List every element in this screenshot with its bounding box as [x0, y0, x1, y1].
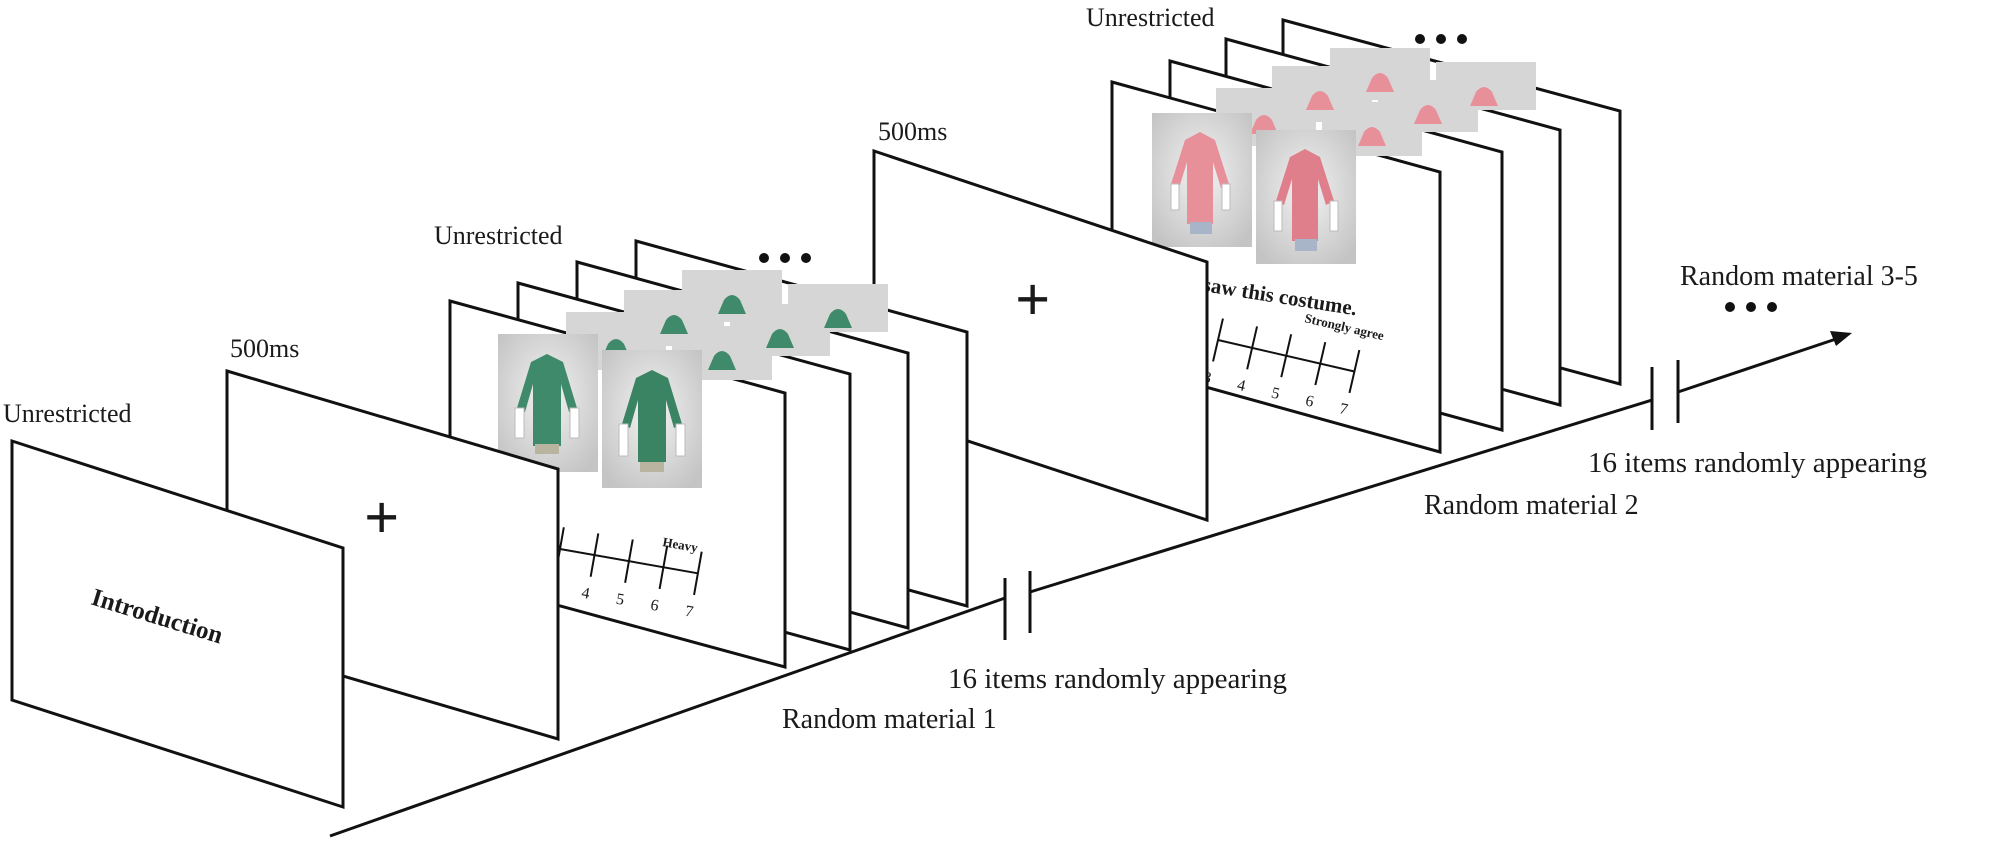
green-costume-photo-left [498, 334, 598, 472]
scale-number: 7 [1338, 400, 1350, 418]
pink-costume-photo-right [1256, 130, 1356, 264]
timeline-axis [329, 331, 1852, 838]
block-1-continuation-dots [759, 253, 811, 263]
timeline-break-1 [1003, 571, 1032, 640]
scale-number: 4 [1235, 377, 1247, 395]
pink-costume-photos-back [1216, 48, 1536, 156]
block-2-continuation-dots [1415, 34, 1467, 44]
timeline-break-2 [1650, 360, 1680, 430]
scale-number: 4 [580, 585, 591, 603]
fixation-2-duration-label: 500ms [878, 117, 947, 146]
segment-3-material-label: Random material 3-5 [1680, 261, 1918, 292]
segment-2-items-label: 16 items randomly appearing [1588, 447, 1927, 479]
intro-duration-label: Unrestricted [3, 399, 132, 428]
green-costume-photo-right [602, 350, 702, 488]
pink-costume-photo-left [1152, 113, 1252, 247]
segment-1-items-label: 16 items randomly appearing [948, 663, 1287, 695]
scale-number: 6 [649, 597, 660, 615]
fixation-1-duration-label: 500ms [230, 334, 299, 363]
scale-number: 5 [615, 591, 626, 609]
block-2-duration-label: Unrestricted [1086, 3, 1215, 32]
block-1-scale-anchor: Heavy [661, 534, 699, 555]
scale-number: 6 [1304, 392, 1316, 410]
segment-3-continuation-dots [1725, 302, 1777, 312]
green-costume-photos-back [566, 270, 888, 380]
block-1-duration-label: Unrestricted [434, 221, 563, 250]
fixation-cross: + [1015, 266, 1050, 334]
introduction-screen: Introduction Unrestricted [3, 399, 345, 810]
scale-number: 7 [684, 603, 695, 621]
segment-1-material-label: Random material 1 [782, 704, 997, 735]
timeline-arrowhead [1830, 331, 1852, 346]
segment-2-material-label: Random material 2 [1424, 490, 1639, 521]
scale-number: 5 [1270, 385, 1282, 403]
fixation-cross: + [364, 484, 399, 552]
